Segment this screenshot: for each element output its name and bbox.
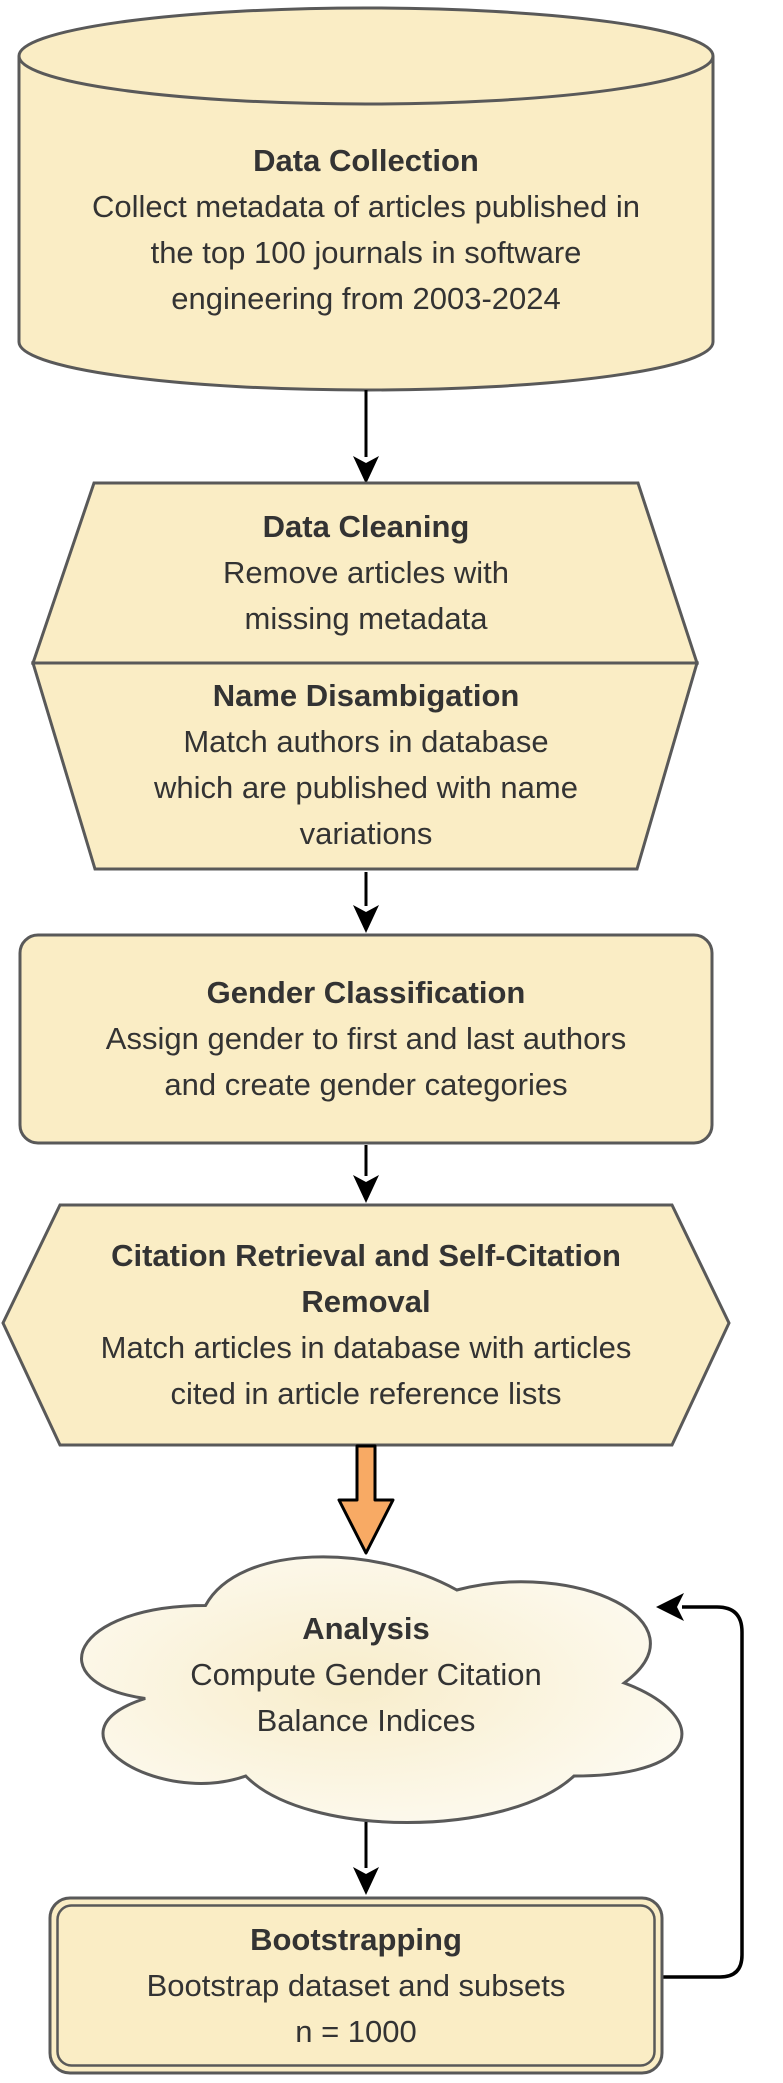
cylinder-top-ellipse [17,6,715,106]
bootstrapping-box-shape [48,1896,664,2075]
arrow-gender-to-citation [353,1145,379,1203]
highlight-arrow-citation-to-analysis [337,1444,395,1555]
cylinder-body [17,56,715,392]
gender-classification-box-shape [18,933,714,1145]
arrow-disambigation-to-gender [353,872,379,933]
bootstrapping-inner-border [56,1904,656,2067]
data-collection-cylinder-shape [17,6,715,392]
arrow-head [353,1175,379,1203]
arrow-head [353,1867,379,1895]
arrow-collection-to-cleaning [353,390,379,484]
feedback-loop-bootstrapping-to-analysis [656,1593,744,1979]
data-cleaning-trapezoid-shape [30,481,700,665]
arrow-head [353,456,379,484]
loop-arrow-head [656,1593,684,1621]
arrow-analysis-to-bootstrapping [353,1822,379,1895]
arrow-head [353,905,379,933]
loop-line [662,1605,744,1979]
bootstrapping-outer-border [48,1896,664,2075]
name-disambigation-trapezoid-shape [30,661,699,871]
citation-retrieval-hexagon-shape [1,1203,731,1447]
analysis-cloud-shape [80,1555,684,1824]
